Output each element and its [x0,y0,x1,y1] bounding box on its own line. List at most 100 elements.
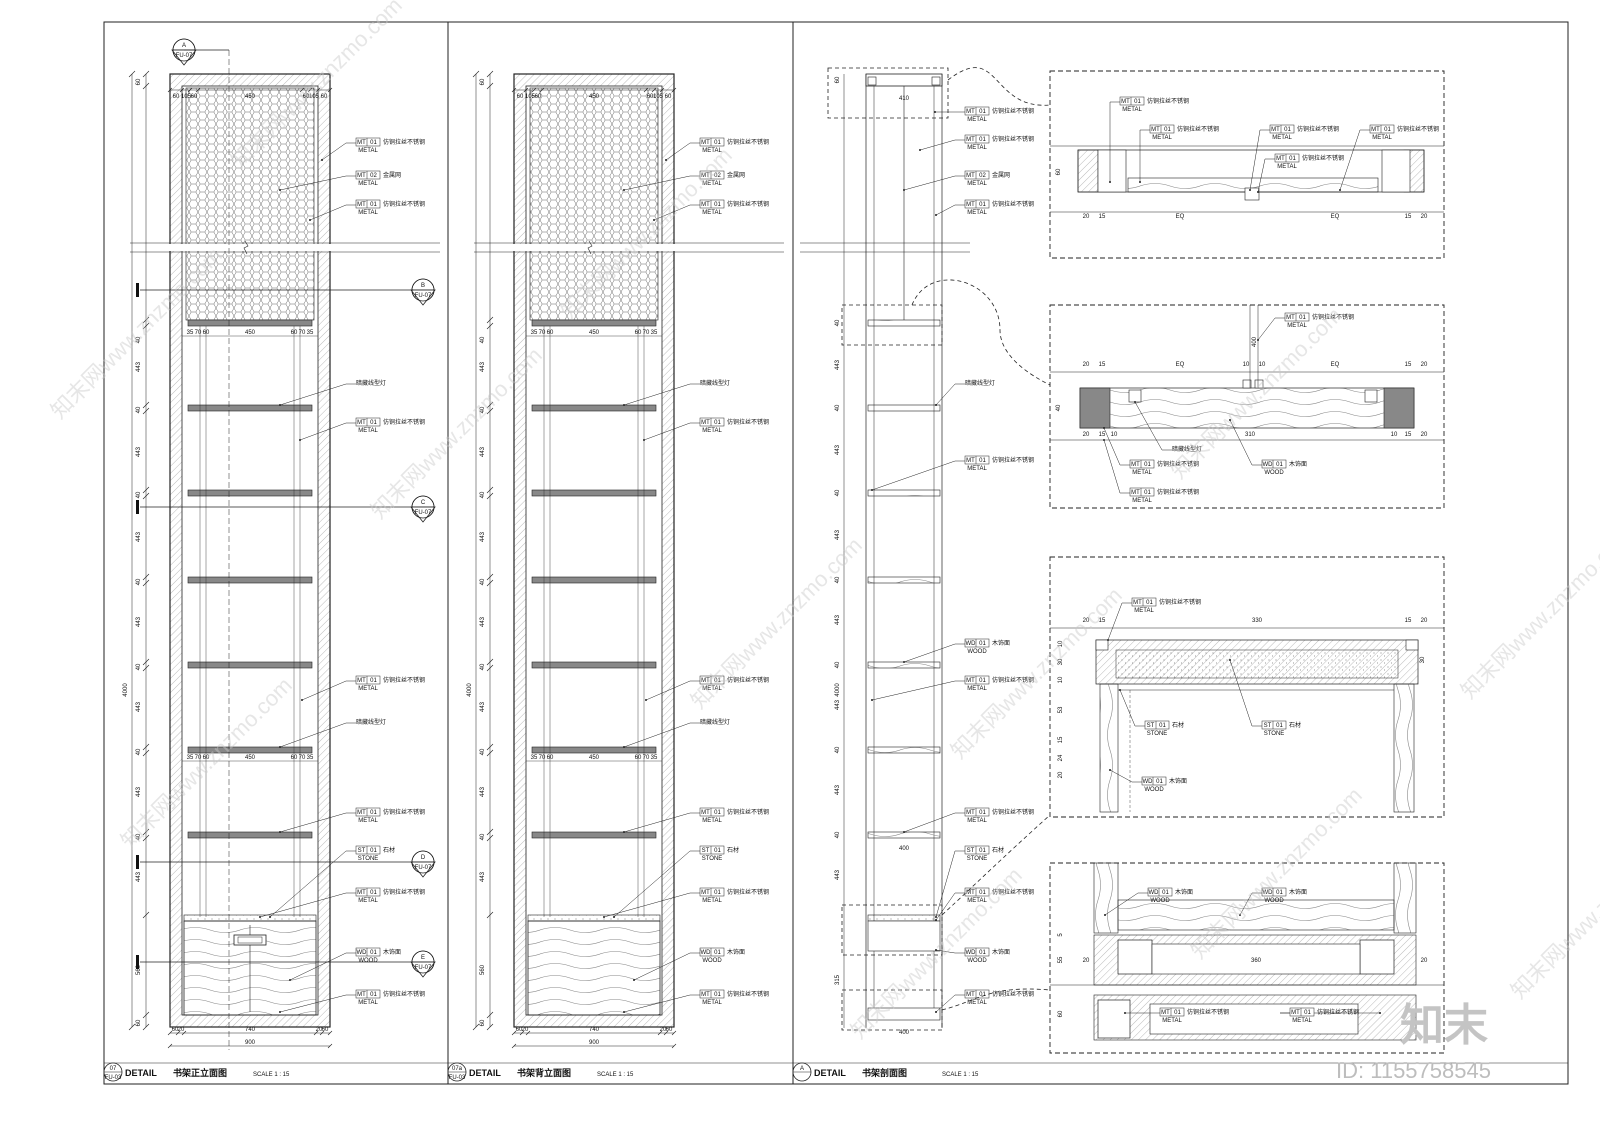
dim-tick [519,1030,525,1036]
shelf-5 [531,661,657,669]
dim-label: 450 [245,94,256,100]
dim-label: 443 [480,361,486,372]
tag-num: 01 [1174,1010,1181,1016]
logo-text: 知末 [1400,1001,1488,1050]
tag-name: 暗藏线型灯 [356,379,386,387]
detail-1-side [1077,149,1099,193]
leader-dot [279,189,281,191]
tag-sub: METAL [967,818,987,824]
dim-label: 60 [322,1027,329,1033]
leader-line [1107,602,1123,641]
dim-label: 20 [1421,618,1428,624]
dim-label: 105 [525,94,536,100]
leader-line [1229,419,1253,466]
section-marker: CFU-07 [140,495,436,523]
dim-tick [179,87,185,93]
leader-dot [279,1011,281,1013]
tag-num: 01 [714,950,721,956]
tag-name: 仿铜拉丝不锈钢 [1157,460,1199,468]
dim-label: 30 [1058,658,1064,665]
leader-line [633,952,691,981]
leader-dot [935,214,937,216]
tag-code: MT [1151,127,1160,133]
callout-top [827,67,949,119]
tag-name: 仿铜拉丝不锈钢 [992,200,1034,208]
tag-code: MT [1286,315,1295,321]
dim-tick [142,486,150,494]
tag-name: 仿铜拉丝不锈钢 [1159,598,1201,606]
dim-label: 60 [321,94,328,100]
dim-tick [486,579,494,587]
dim-label: 24 [1058,754,1064,761]
tag-num: 01 [1144,490,1151,496]
side-panel [1099,683,1119,813]
tag-num: 01 [370,992,377,998]
tag-sub: METAL [358,181,378,187]
tube [931,76,941,86]
dim-label: 35 [307,330,314,336]
dim-tick [128,1023,136,1031]
tag-code: MT [357,810,366,816]
title-scale: SCALE 1 : 15 [942,1072,979,1078]
leader-line [623,383,691,406]
title-word: DETAIL [469,1068,501,1078]
tag-box [1289,1007,1315,1017]
marker-ref: FU-07 [415,865,432,871]
leader-dot [653,219,655,221]
dim-label: 40 [136,833,142,840]
tag-sub: METAL [1287,323,1307,329]
leader-line [903,643,956,663]
dim-inner-width: 740 [245,1027,256,1033]
badge-top: 07 [110,1066,117,1072]
tag-num: 01 [1159,723,1166,729]
dim-label: 40 [480,833,486,840]
tag-num: 01 [979,810,986,816]
tag-sub: STONE [1264,731,1285,737]
tag-code: MT [357,678,366,684]
section-shelf-2 [867,404,941,412]
dim-tick [486,828,494,836]
dim-label: 40 [835,319,841,326]
leader-line [623,722,691,748]
dim-label: 443 [835,444,841,455]
leader-dot [1109,181,1111,183]
section-plinth [867,1007,941,1021]
tag-num: 01 [1146,600,1153,606]
badge-bottom: FU-03 [449,1075,466,1081]
leader-dot [903,831,905,833]
dim-label: 40 [1056,404,1062,411]
dim-tick [651,87,657,93]
marker-ref: FU-07 [415,965,432,971]
leader-line [1239,892,1253,916]
section-top [865,73,943,87]
tag-name: 木饰面 [992,948,1010,956]
dim-label: 40 [136,663,142,670]
dim-label: 60 [666,1027,673,1033]
tag-code: MT [1131,462,1140,468]
leader-line [259,892,347,918]
tag-name: 暗藏线型灯 [965,379,995,387]
tag-num: 01 [979,109,986,115]
tag-code: MT [701,202,710,208]
dim-tick [142,749,150,757]
tag-box [964,638,990,648]
tag-box [355,807,381,817]
tube [867,76,877,86]
marker-ref: FU-07 [415,510,432,516]
dim-label: 443 [835,699,841,710]
tag-sub: METAL [358,898,378,904]
tag-num: 01 [370,420,377,426]
tag-name: 木饰面 [1169,777,1187,785]
dim-label: 443 [480,786,486,797]
tag-name: 仿铜拉丝不锈钢 [383,990,425,998]
break-gap [132,244,428,251]
leader-dot [279,831,281,833]
shelf-end [1079,387,1111,429]
dim-label: 20 [1421,432,1428,438]
dim-tick [472,1023,480,1031]
